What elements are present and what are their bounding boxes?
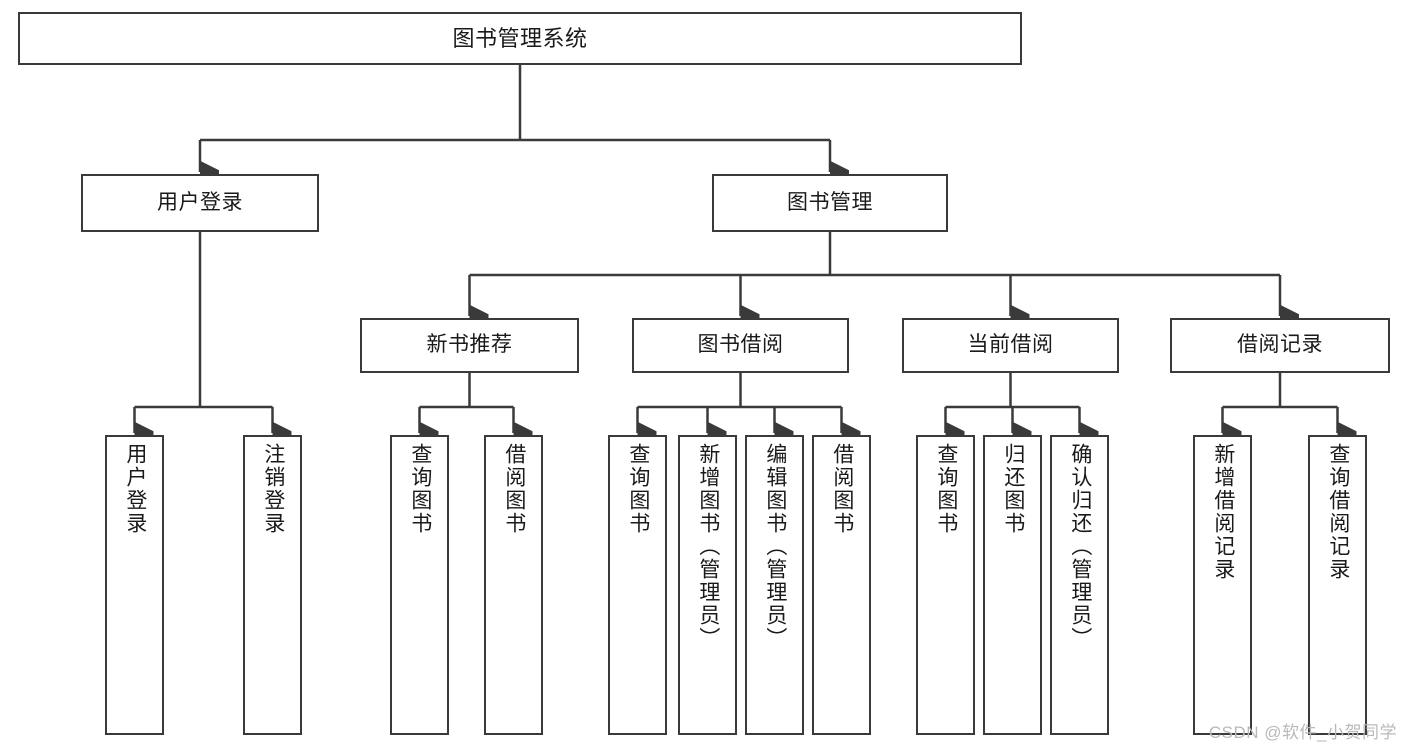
node-label: 查询图书 [626,443,650,535]
node-leaf-user-login: 用户登录 [105,435,164,735]
node-leaf-return-book: 归还图书 [983,435,1042,735]
node-leaf-add-book: 新增图书（管理员） [678,435,737,735]
node-leaf-edit-book: 编辑图书（管理员） [745,435,804,735]
node-current-borrow: 当前借阅 [902,318,1119,373]
node-label: 借阅记录 [1237,333,1323,357]
node-leaf-query-record: 查询借阅记录 [1308,435,1367,735]
node-label: 图书借阅 [697,333,784,357]
node-new-book-recommend: 新书推荐 [360,318,579,373]
node-root-图书管理系统: 图书管理系统 [18,12,1022,65]
node-label: 确认归还（管理员） [1068,443,1092,650]
node-borrow-record: 借阅记录 [1170,318,1390,373]
node-book-borrow: 图书借阅 [632,318,849,373]
node-leaf-borrow-book-brw: 借阅图书 [812,435,871,735]
node-leaf-query-book-cur: 查询图书 [916,435,975,735]
node-label: 用户登录 [157,190,243,214]
node-user-login: 用户登录 [81,174,319,232]
node-label: 借阅图书 [502,443,526,535]
csdn-watermark: CSDN @软件_小贺同学 [1208,723,1397,742]
node-label: 查询图书 [408,443,432,535]
node-leaf-user-logout: 注销登录 [243,435,302,735]
node-label: 查询图书 [934,443,958,535]
node-leaf-confirm-return: 确认归还（管理员） [1050,435,1109,735]
node-label: 图书管理 [787,190,873,214]
node-label: 新增借阅记录 [1211,443,1235,581]
node-leaf-query-book-brw: 查询图书 [608,435,667,735]
node-book-manage: 图书管理 [712,174,948,232]
node-label: 当前借阅 [967,333,1054,357]
node-label: 新增图书（管理员） [696,443,720,650]
node-leaf-query-book-rec: 查询图书 [390,435,449,735]
node-label: 借阅图书 [830,443,854,535]
node-label: 新书推荐 [426,333,513,357]
node-label: 编辑图书（管理员） [763,443,787,650]
node-label: 查询借阅记录 [1326,443,1350,581]
node-label: 归还图书 [1001,443,1025,535]
node-label: 注销登录 [261,443,285,535]
node-label: 图书管理系统 [452,25,588,51]
node-label: 用户登录 [123,443,147,535]
node-leaf-borrow-book-rec: 借阅图书 [484,435,543,735]
node-leaf-add-record: 新增借阅记录 [1193,435,1252,735]
